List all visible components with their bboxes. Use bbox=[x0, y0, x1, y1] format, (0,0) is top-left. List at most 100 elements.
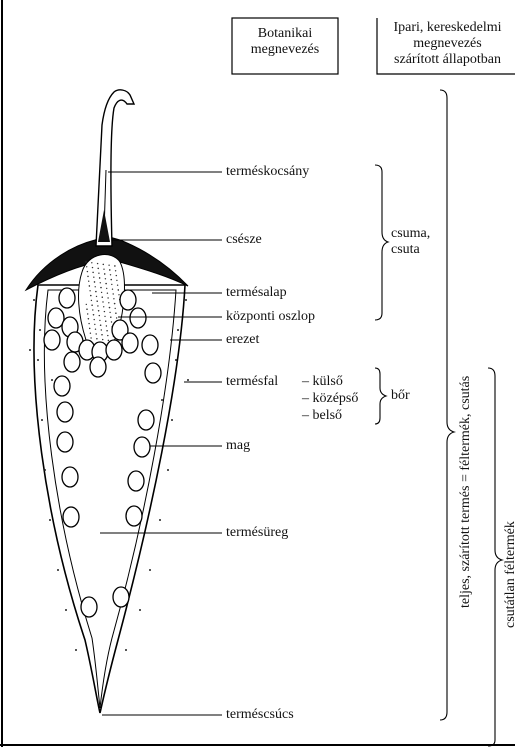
seed-shape bbox=[130, 308, 146, 328]
label-wall: termésfal bbox=[226, 374, 278, 390]
seed-shape bbox=[57, 432, 73, 452]
stipple-dot bbox=[105, 278, 106, 279]
stipple-dot bbox=[88, 281, 89, 282]
stipple-dot bbox=[85, 261, 86, 262]
stipple-dot bbox=[116, 275, 117, 276]
stipple-dot bbox=[90, 333, 91, 334]
stipple-dot bbox=[107, 293, 108, 294]
wall-dot bbox=[49, 519, 51, 521]
label-wall-middle: – középső bbox=[302, 391, 358, 407]
wall-dot bbox=[175, 359, 177, 361]
stipple-dot bbox=[104, 316, 105, 317]
wall-dot bbox=[57, 569, 59, 571]
stipple-dot bbox=[107, 297, 108, 298]
label-stalk: terméskocsány bbox=[226, 164, 309, 180]
label-whole-fruit: teljes, szárított termés = féltermék, cs… bbox=[458, 376, 474, 608]
label-column: központi oszlop bbox=[226, 309, 315, 325]
stipple-dot bbox=[115, 313, 116, 314]
stipple-dot bbox=[103, 264, 104, 265]
stipple-dot bbox=[94, 319, 95, 320]
wall-dot bbox=[44, 469, 46, 471]
stipple-dot bbox=[108, 340, 109, 341]
botanical-header-line1: Botanikai bbox=[232, 26, 338, 42]
stipple-dot bbox=[104, 273, 105, 274]
stipple-dot bbox=[86, 304, 87, 305]
wall-dot bbox=[41, 419, 43, 421]
seed-shape bbox=[64, 352, 80, 372]
stipple-dot bbox=[108, 265, 109, 266]
botanical-header: Botanikai megnevezés bbox=[232, 26, 338, 58]
seed-shape bbox=[120, 290, 136, 310]
stipple-dot bbox=[111, 321, 112, 322]
seed-shape bbox=[90, 357, 106, 377]
stipple-dot bbox=[88, 323, 89, 324]
botanical-header-line2: megnevezés bbox=[232, 42, 338, 58]
wall-dot bbox=[149, 569, 151, 571]
seed-shape bbox=[81, 597, 97, 617]
label-calyx: csésze bbox=[226, 232, 262, 248]
stipple-dot bbox=[92, 272, 93, 273]
stipple-dot bbox=[98, 268, 99, 269]
stipple-dot bbox=[101, 334, 102, 335]
stipple-dot bbox=[109, 307, 110, 308]
seed-shape bbox=[128, 471, 144, 491]
label-decored: csutátlan féltermék bbox=[503, 521, 515, 628]
stipple-dot bbox=[92, 309, 93, 310]
stipple-dot bbox=[100, 287, 101, 288]
stipple-dot bbox=[91, 305, 92, 306]
stipple-dot bbox=[101, 329, 102, 330]
stipple-dot bbox=[87, 313, 88, 314]
seed-shape bbox=[145, 363, 161, 383]
stipple-dot bbox=[99, 315, 100, 316]
stipple-dot bbox=[108, 302, 109, 303]
stipple-dot bbox=[96, 333, 97, 334]
stipple-dot bbox=[112, 289, 113, 290]
stipple-dot bbox=[102, 339, 103, 340]
seed-shape bbox=[142, 335, 158, 355]
stipple-dot bbox=[106, 325, 107, 326]
label-wall-outer: – külső bbox=[302, 374, 343, 390]
label-wall-inner: – belső bbox=[302, 408, 342, 424]
stipple-dot bbox=[96, 338, 97, 339]
label-csuma: csuma, bbox=[391, 226, 430, 242]
label-tip: terméscsúcs bbox=[226, 707, 294, 723]
stipple-dot bbox=[113, 298, 114, 299]
stipple-dot bbox=[118, 294, 119, 295]
stipple-dot bbox=[93, 277, 94, 278]
stipple-dot bbox=[91, 300, 92, 301]
stipple-dot bbox=[88, 318, 89, 319]
seed-shape bbox=[113, 587, 129, 607]
wall-dot bbox=[185, 299, 187, 301]
stipple-dot bbox=[102, 301, 103, 302]
whole-fruit-brace bbox=[440, 90, 454, 720]
stipple-dot bbox=[100, 325, 101, 326]
wall-dot bbox=[51, 379, 53, 381]
seed-shape bbox=[134, 437, 150, 457]
wall-dot bbox=[139, 609, 141, 611]
stipple-dot bbox=[105, 283, 106, 284]
stipple-dot bbox=[90, 295, 91, 296]
wall-dot bbox=[29, 349, 31, 351]
stipple-dot bbox=[116, 317, 117, 318]
stipple-dot bbox=[106, 288, 107, 289]
industrial-header-line3: szárított állapotban bbox=[380, 52, 515, 68]
seed-shape bbox=[57, 402, 73, 422]
seed-shape bbox=[106, 340, 122, 360]
stipple-dot bbox=[106, 330, 107, 331]
stipple-dot bbox=[107, 335, 108, 336]
stipple-dot bbox=[100, 282, 101, 283]
stipple-dot bbox=[103, 306, 104, 307]
skin-brace bbox=[375, 368, 386, 424]
stipple-dot bbox=[97, 263, 98, 264]
stipple-dot bbox=[110, 317, 111, 318]
stipple-dot bbox=[105, 321, 106, 322]
stipple-dot bbox=[114, 303, 115, 304]
label-veins: erezet bbox=[226, 332, 259, 348]
label-cavity: termésüreg bbox=[226, 525, 288, 541]
decored-brace bbox=[488, 368, 502, 746]
wall-dot bbox=[125, 649, 127, 651]
stipple-dot bbox=[114, 265, 115, 266]
stipple-dot bbox=[115, 270, 116, 271]
wall-dot bbox=[37, 359, 39, 361]
stipple-dot bbox=[96, 296, 97, 297]
